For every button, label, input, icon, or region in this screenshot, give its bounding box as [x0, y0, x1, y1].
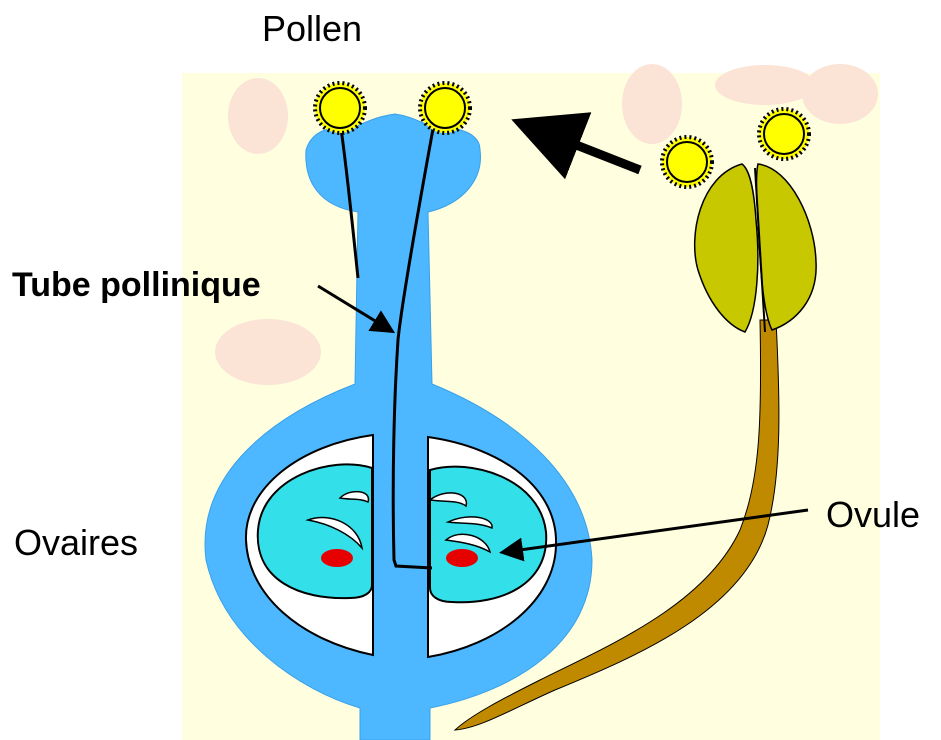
pollen-tube-label: Tube pollinique: [12, 266, 261, 305]
ovaries-label: Ovaires: [14, 522, 138, 564]
egg-cell-right: [446, 549, 478, 567]
pollen-label: Pollen: [262, 8, 362, 50]
pollen-grain-icon: [667, 142, 707, 182]
ovule-label: Ovule: [826, 494, 920, 536]
pollen-grain-icon: [764, 114, 804, 154]
pollen-grain-icon: [425, 88, 465, 128]
egg-cell-left: [321, 549, 353, 567]
pollen-grain-icon: [320, 88, 360, 128]
